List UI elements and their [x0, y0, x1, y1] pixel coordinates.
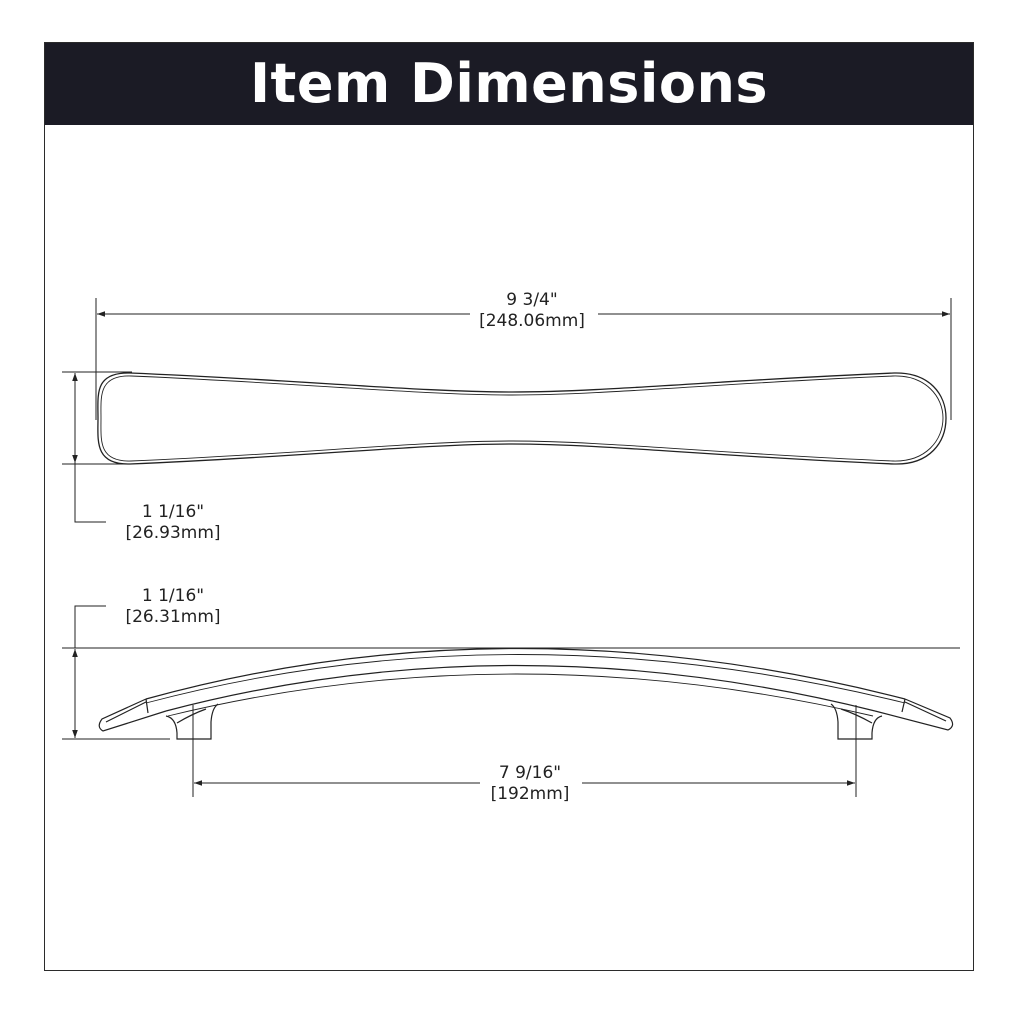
- width-dimension: [62, 371, 132, 523]
- overall-length-dimension: [95, 298, 952, 420]
- height-label: 1 1/16" [26.31mm]: [108, 586, 238, 628]
- height-metric: [26.31mm]: [125, 607, 221, 627]
- center-to-center-imperial: 7 9/16": [498, 763, 562, 783]
- width-label: 1 1/16" [26.93mm]: [108, 502, 238, 544]
- height-imperial: 1 1/16": [141, 586, 205, 606]
- center-to-center-dimension: [192, 705, 857, 797]
- header-banner: Item Dimensions: [45, 43, 973, 125]
- overall-length-label: 9 3/4" [248.06mm]: [462, 290, 602, 332]
- center-to-center-metric: [192mm]: [490, 784, 570, 804]
- height-dimension: [62, 605, 960, 740]
- width-metric: [26.93mm]: [125, 523, 221, 543]
- center-to-center-label: 7 9/16" [192mm]: [470, 763, 590, 805]
- diagram-frame: Item Dimensions: [44, 42, 974, 971]
- width-imperial: 1 1/16": [141, 502, 205, 522]
- top-view-handle: [97, 372, 947, 465]
- page-title: Item Dimensions: [249, 52, 769, 115]
- overall-length-metric: [248.06mm]: [479, 311, 585, 331]
- overall-length-imperial: 9 3/4": [506, 290, 558, 310]
- side-view-handle: [98, 647, 954, 740]
